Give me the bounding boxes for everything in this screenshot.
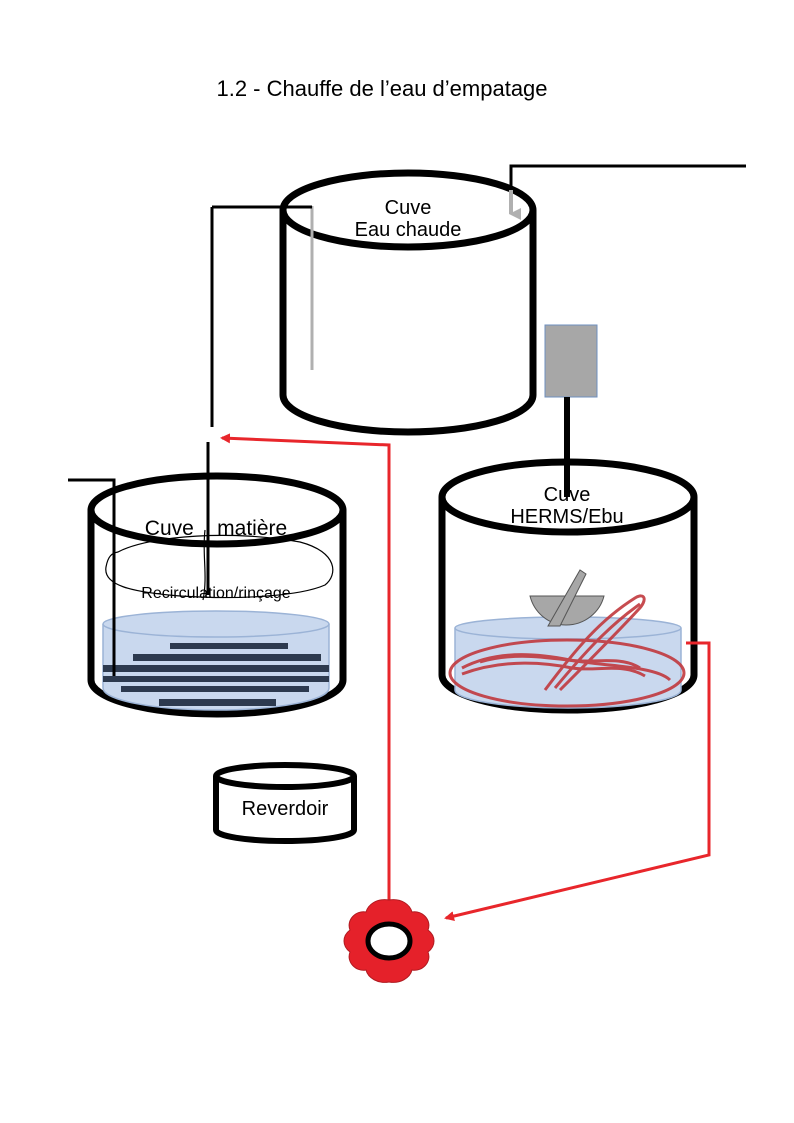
hot-water-inlet-pipe (509, 164, 746, 220)
hot-water-tank-label-2: Eau chaude (355, 219, 462, 241)
stirrer-paddle (529, 569, 605, 627)
page-title: 1.2 - Chauffe de l’eau d’empatage (216, 76, 548, 101)
mash-tun-sub-label: Recirculation/rinçage (141, 585, 291, 602)
herms-coil (448, 594, 686, 708)
mash-tun: Cuve matière Recirculation/rinçage (87, 472, 347, 718)
grant-label: Reverdoir (242, 798, 329, 820)
false-bottom-plates (103, 643, 329, 706)
herms-tank-label-1: Cuve (544, 484, 591, 506)
hot-water-tank-label-1: Cuve (385, 197, 432, 219)
hot-water-dip-tube (210, 205, 314, 427)
mash-tun-pipes (68, 442, 210, 676)
recirculation-pipes (220, 433, 711, 921)
hot-water-tank: Cuve Eau chaude (279, 169, 537, 436)
temperature-controller (544, 324, 598, 595)
grant: Reverdoir (213, 762, 357, 844)
herms-tank-label-2: HERMS/Ebu (510, 506, 623, 528)
mash-tun-label: Cuve matière (145, 517, 287, 540)
pump-icon (343, 899, 435, 983)
